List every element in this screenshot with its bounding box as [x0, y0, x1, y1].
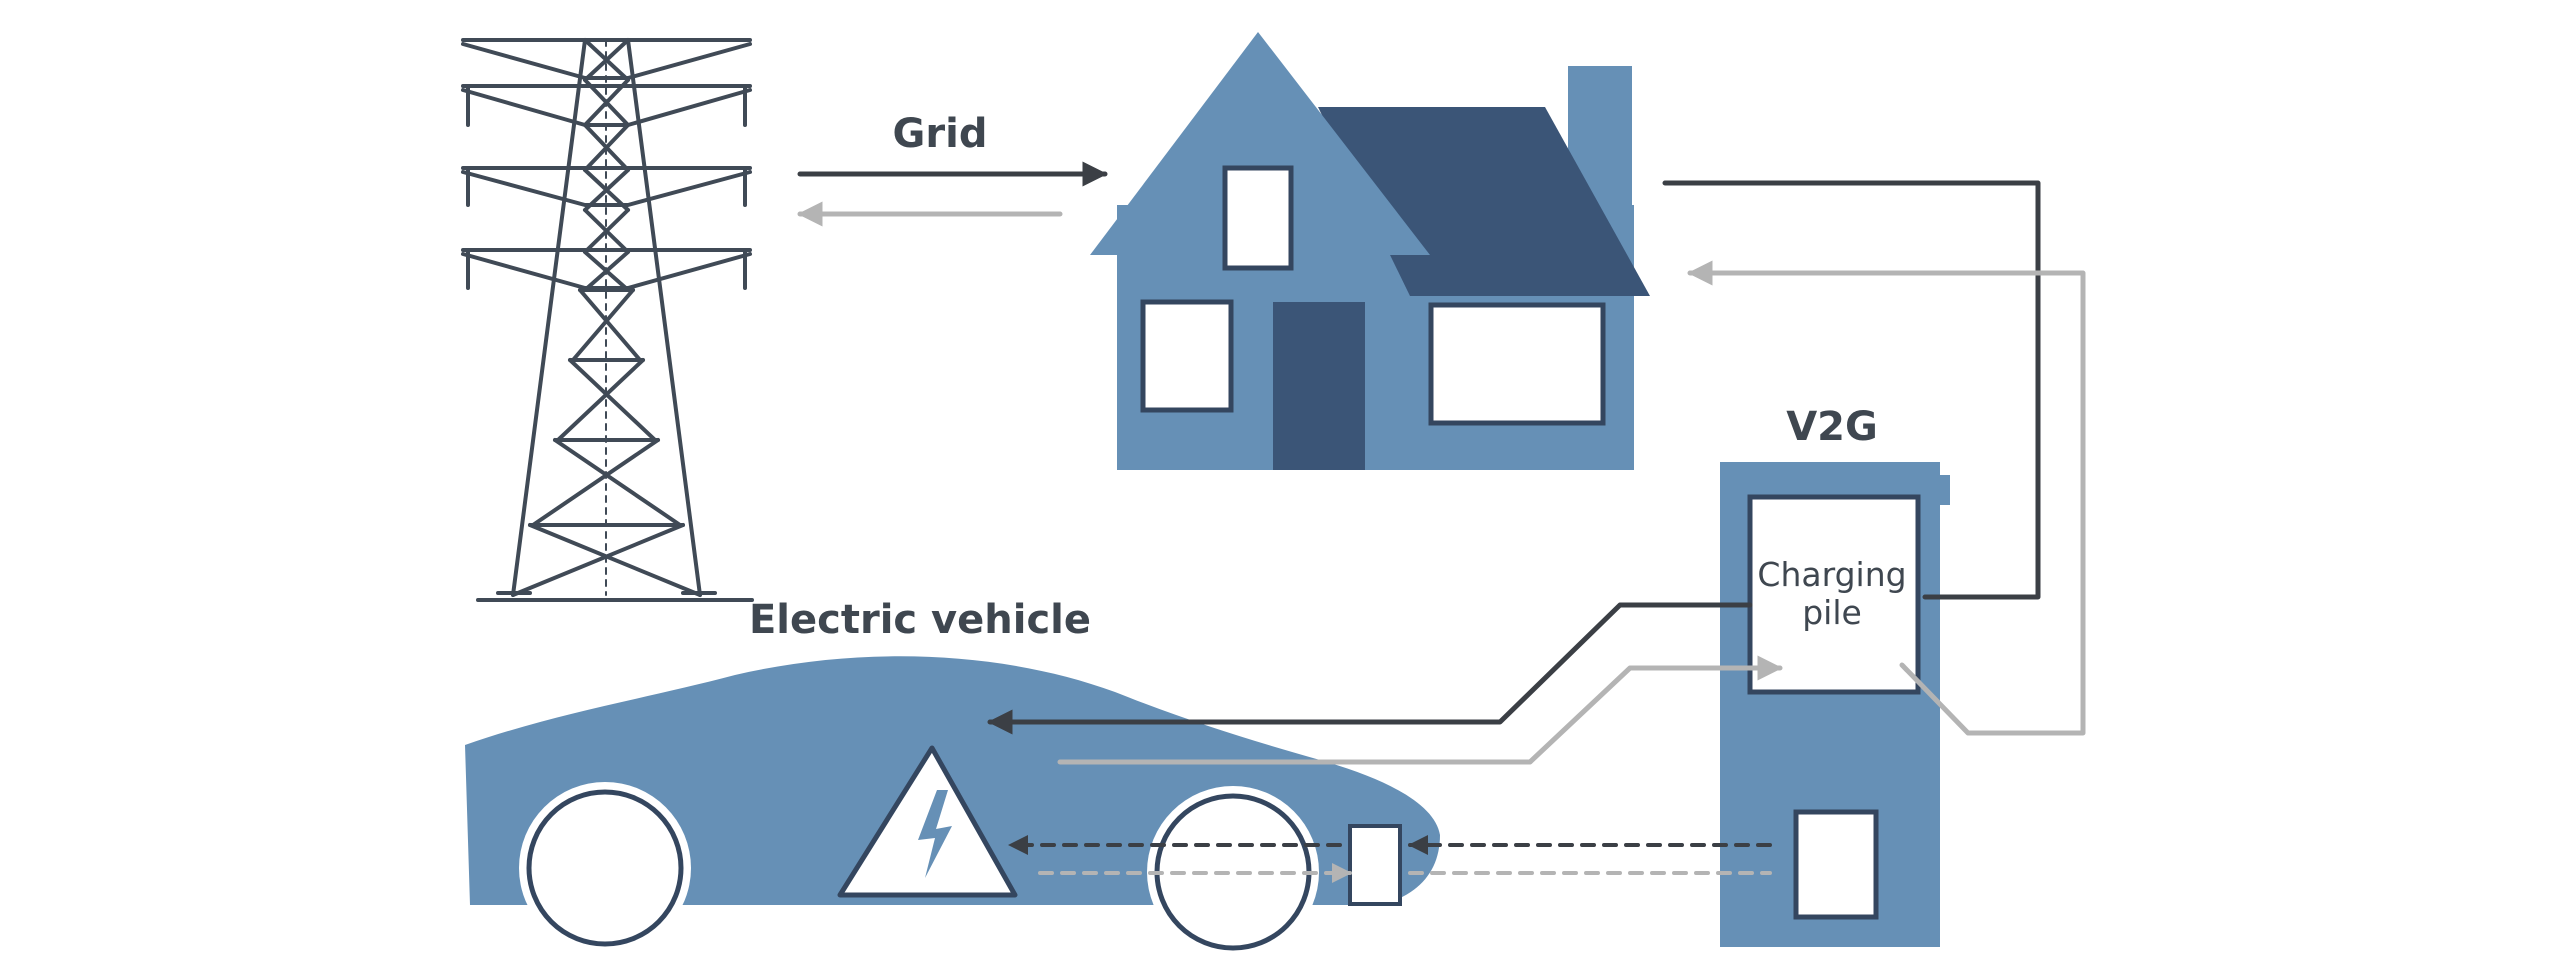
- v2g-label: V2G: [1786, 404, 1878, 450]
- house-icon: [1090, 32, 1650, 470]
- charging-pile-icon: [1720, 462, 1950, 947]
- lightning-bolt-icon: [918, 790, 952, 878]
- charging-pile-label-line1: Charging: [1757, 555, 1906, 594]
- charge-port-icon: [1348, 824, 1402, 906]
- charging-pile-socket: [1793, 809, 1879, 920]
- vehicle-to-pile-arrow: [1057, 655, 1783, 765]
- grid-label: Grid: [893, 111, 988, 157]
- pile-to-house-arrow: [1687, 260, 2086, 736]
- transmission-tower-icon: [461, 38, 754, 602]
- electric-vehicle-label: Electric vehicle: [749, 597, 1091, 643]
- electric-vehicle-icon: [465, 656, 1440, 958]
- pile-to-vehicle-arrow: [987, 602, 1753, 735]
- rear-wheel-icon: [526, 789, 684, 947]
- charging-pile-label-line2: pile: [1802, 593, 1862, 632]
- house-to-pile-line: [1662, 180, 2041, 600]
